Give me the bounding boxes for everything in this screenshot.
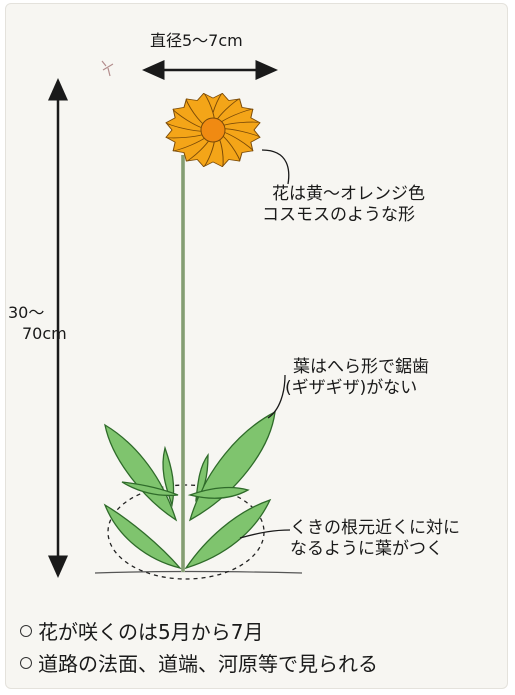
illustration-sheet (5, 3, 508, 689)
base-note: くきの根元近くに対に なるように葉がつく (290, 518, 460, 560)
flower-note-line-2: コスモスのような形 (262, 205, 415, 225)
leaf-note-line-2: (ギザギザ)がない (285, 378, 418, 398)
leaf-note-line-1: 葉はへら形で鋸歯 (293, 357, 429, 377)
bullet-icon (20, 656, 32, 669)
base-note-line-2: なるように葉がつく (290, 539, 443, 559)
leaf-small-left (162, 445, 175, 508)
fact-habitat: 道路の法面、道端、河原等で見られる (20, 648, 378, 677)
diameter-label: 直径5～7cm (150, 31, 243, 50)
flower-note: 花は黄～オレンジ色 コスモスのような形 (262, 184, 425, 226)
base-note-leader (239, 529, 291, 539)
flower-note-line-1: 花は黄～オレンジ色 (272, 184, 425, 204)
leaf-note-leader (267, 374, 286, 419)
leaf-mid-left (121, 481, 179, 497)
height-label-line-1: 30～ (8, 303, 45, 322)
fact-habitat-text: 道路の法面、道端、河原等で見られる (38, 652, 378, 676)
flower-head (165, 92, 261, 168)
leaves (103, 410, 276, 570)
flower-center (200, 117, 226, 143)
flower-note-leader (261, 149, 290, 185)
height-label: 30～ 70cm (8, 302, 67, 344)
leaf-note: 葉はへら形で鋸歯 (ギザギザ)がない (285, 357, 429, 399)
height-label-line-2: 70cm (22, 324, 67, 343)
leaf-lower-right (184, 498, 272, 570)
bullet-icon (20, 624, 32, 637)
fact-bloom-season: 花が咲くのは5月から7月 (20, 616, 263, 645)
seed-fluff-icon (101, 60, 114, 77)
leaf-lower-left (103, 503, 182, 570)
leaf-mid-right (187, 486, 250, 499)
fact-bloom-season-text: 花が咲くのは5月から7月 (38, 620, 264, 644)
base-note-line-1: くきの根元近くに対に (290, 518, 460, 538)
ground-line (94, 570, 303, 574)
leaf-small-right (195, 452, 209, 503)
leaf-upper-left (104, 423, 178, 522)
